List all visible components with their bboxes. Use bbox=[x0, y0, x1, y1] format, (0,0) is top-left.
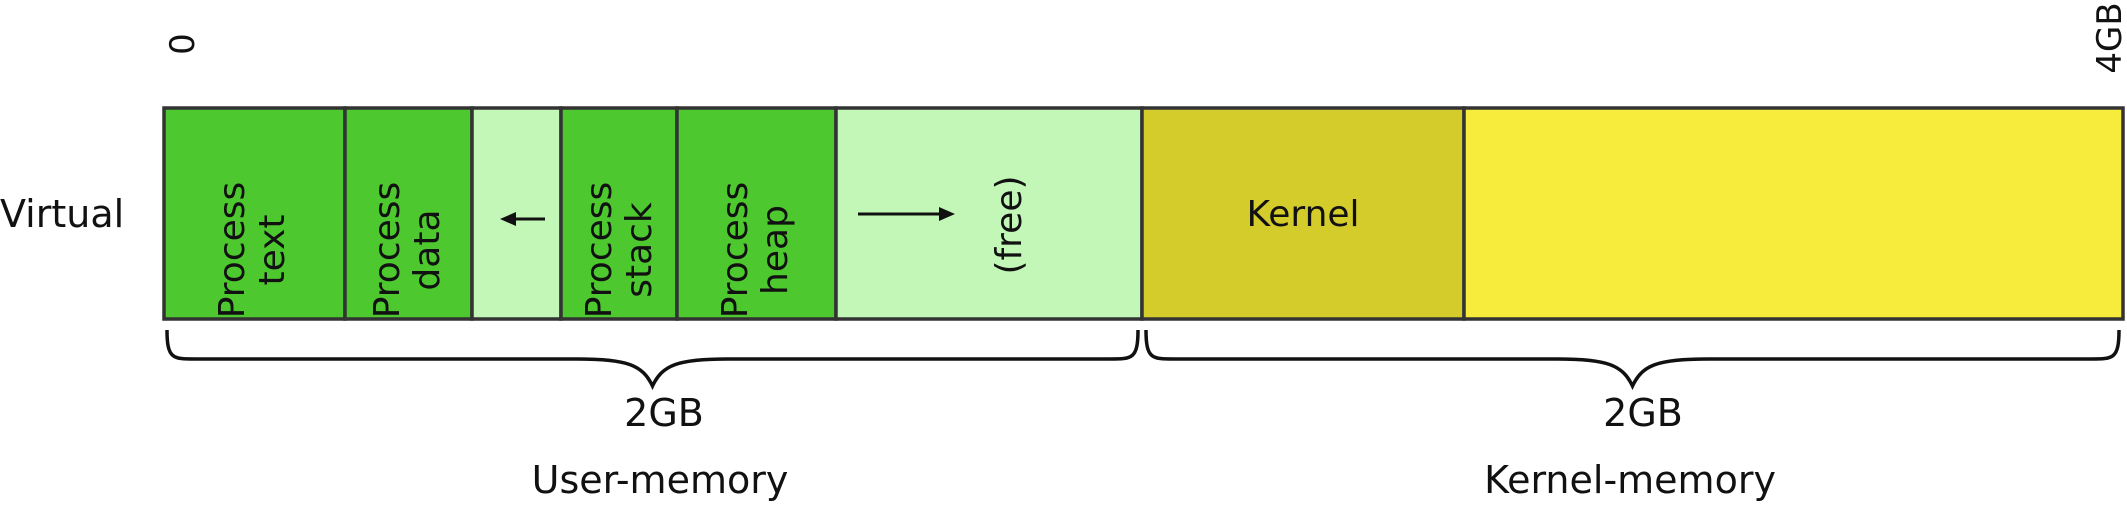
brace-user-memory bbox=[165, 329, 1140, 391]
segment-growth-gap-left bbox=[470, 106, 563, 321]
region-label-user-memory: User-memory bbox=[531, 457, 789, 502]
segments-layer bbox=[162, 106, 2125, 321]
address-start-label: 0 bbox=[162, 33, 203, 55]
braces-layer bbox=[165, 329, 2121, 391]
arrow-right-icon bbox=[858, 207, 955, 221]
row-label-virtual: Virtual bbox=[0, 192, 125, 236]
segment-process-text bbox=[162, 106, 347, 321]
brace-kernel-memory bbox=[1144, 329, 2121, 391]
address-end-label: 4GB bbox=[2089, 2, 2127, 74]
segment-process-data bbox=[343, 106, 474, 321]
segment-process-heap bbox=[675, 106, 838, 321]
arrows-layer bbox=[500, 207, 955, 226]
region-label-kernel-memory: Kernel-memory bbox=[1484, 457, 1776, 502]
arrow-left-icon bbox=[500, 212, 545, 226]
segment-label-kernel: Kernel bbox=[1246, 193, 1360, 235]
segment-kernel bbox=[1140, 106, 1466, 321]
segment-label-free: (free) bbox=[988, 175, 1030, 275]
region-size-user: 2GB bbox=[624, 390, 704, 435]
segment-kernel-space bbox=[1462, 106, 2125, 321]
region-size-kernel: 2GB bbox=[1603, 390, 1683, 435]
